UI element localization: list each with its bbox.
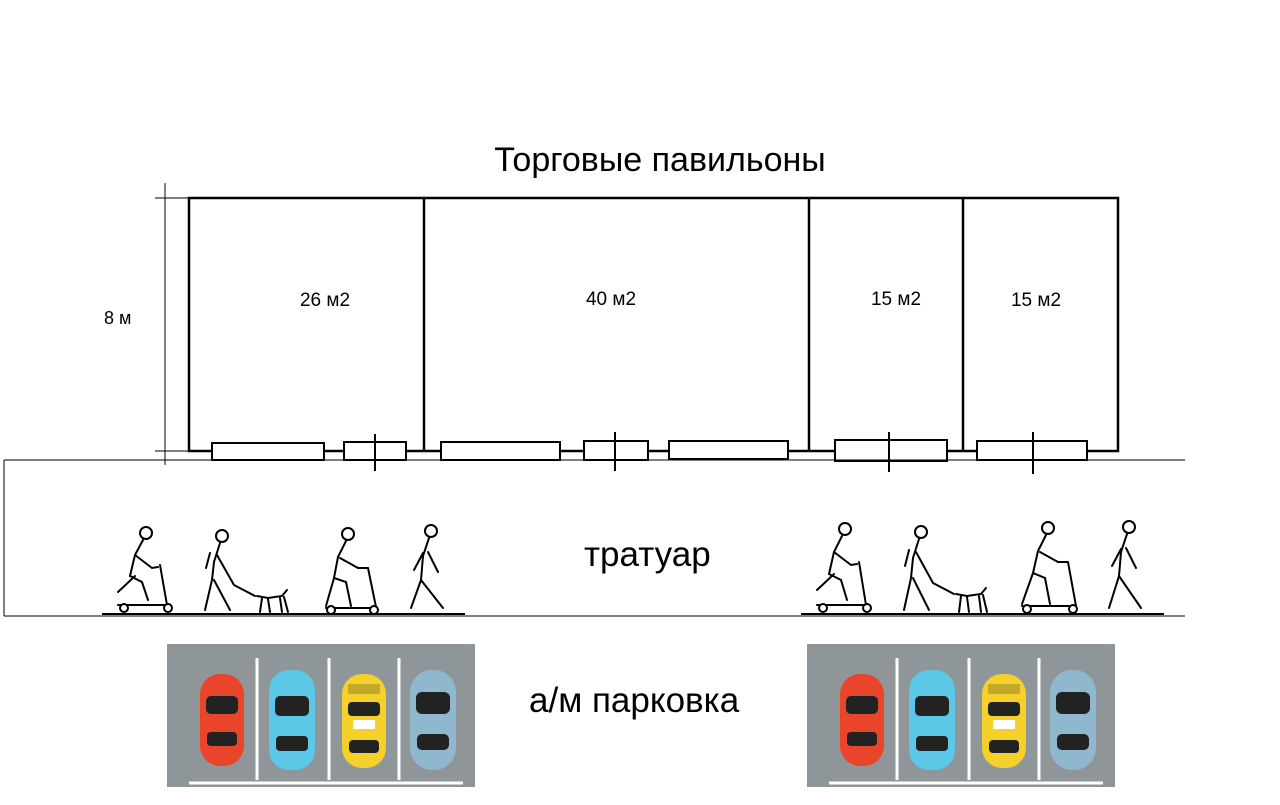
person-scooter-icon [117,526,173,613]
person-scooter-icon [325,527,379,615]
pavilion-area-label: 15 м2 [870,289,922,310]
height-dimension-line [155,183,189,465]
car-icon [269,670,315,770]
car-icon [1050,670,1096,770]
pavilion-area-label: 40 м2 [585,289,637,310]
parking-label: а/м парковка [529,681,740,720]
door [834,439,948,462]
pavilions-building [187,196,1120,453]
pedestrian-group-right [816,520,1142,614]
pedestrian-group-left [117,524,444,615]
taxi-icon [982,674,1026,768]
window [440,441,561,461]
car-icon [840,674,884,766]
parking-lot-right [807,644,1115,787]
car-icon [909,670,955,770]
person-scooter-icon [1021,521,1078,614]
person-walking-icon [1108,520,1142,609]
sidewalk-label: тратуар [584,535,711,574]
window [668,440,789,460]
car-icon [200,674,244,766]
parking-lot-left [167,644,475,787]
height-dimension-label: 8 м [104,308,132,328]
person-dog-icon [903,525,988,613]
window [211,442,325,461]
person-dog-icon [204,529,289,613]
person-scooter-icon [816,522,872,613]
pavilion-area-label: 15 м2 [1010,290,1062,311]
windows-and-doors [211,432,1088,474]
sidewalk-frame [3,459,1185,617]
taxi-icon [342,674,386,768]
diagram-title: Торговые павильоны [494,141,826,179]
person-walking-icon [410,524,444,609]
pavilion-area-label: 26 м2 [299,290,351,311]
car-icon [410,670,456,770]
